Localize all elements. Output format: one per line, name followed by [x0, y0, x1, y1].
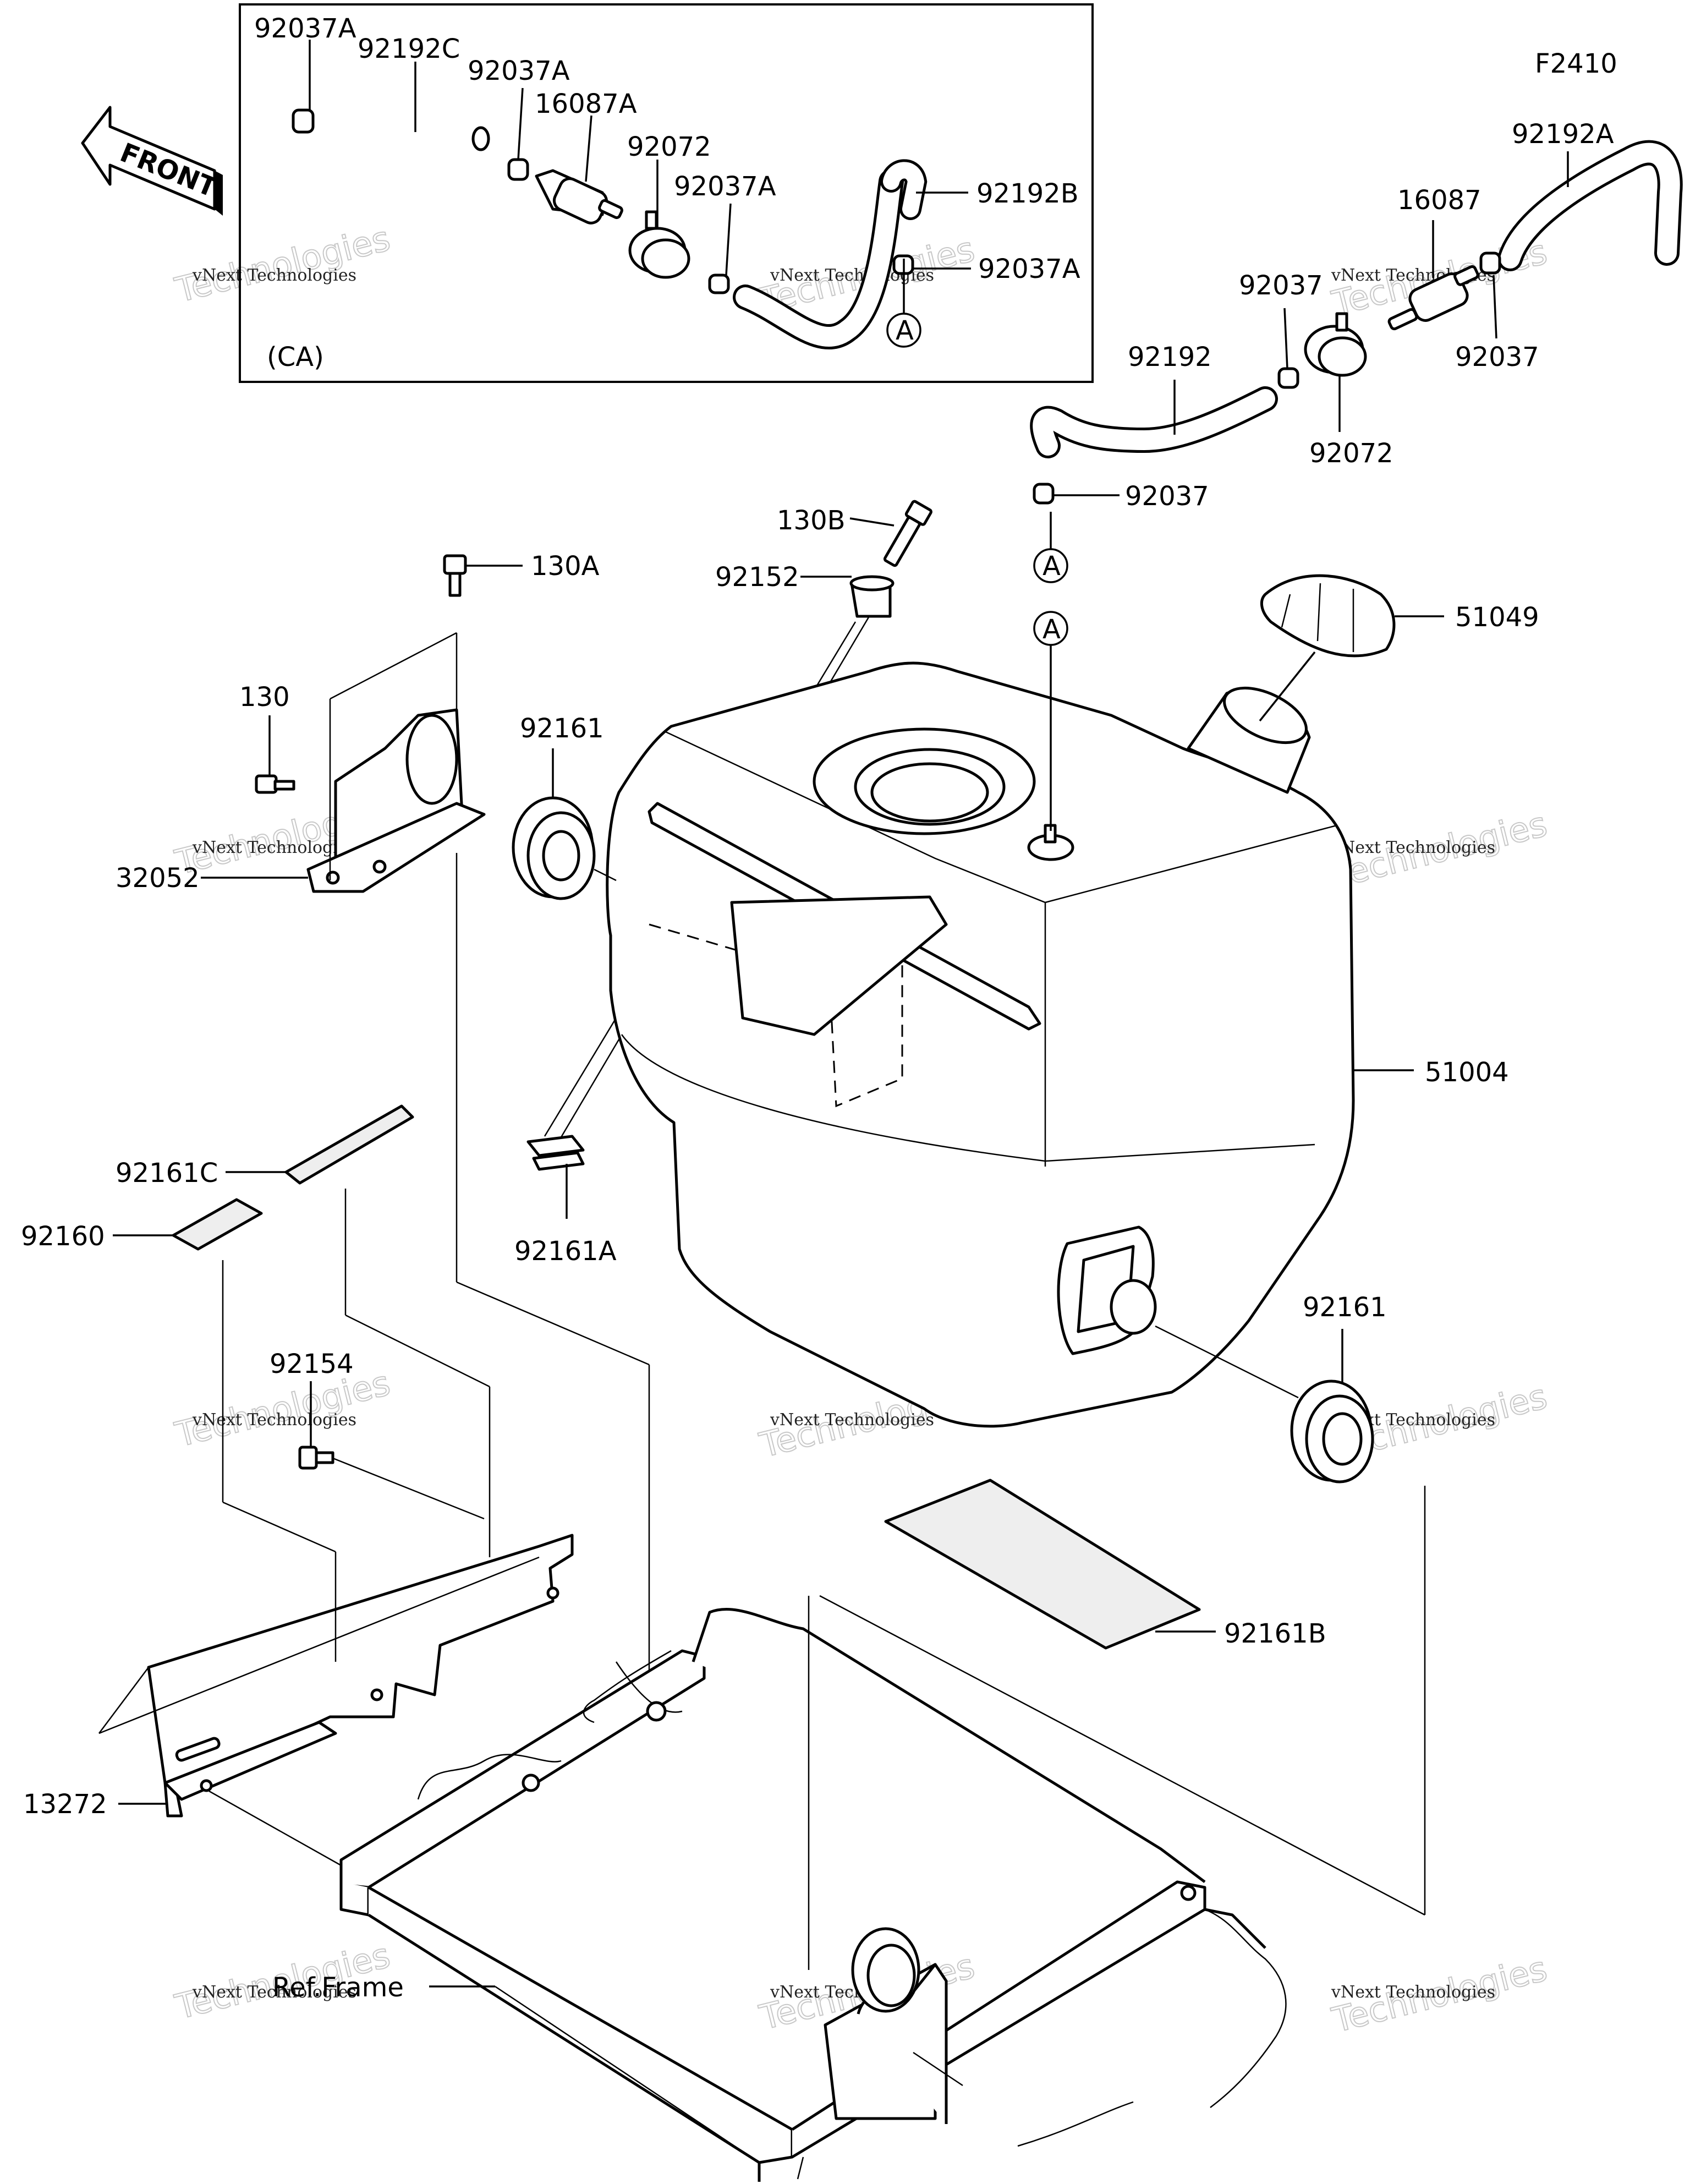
fuel-tank: 51049 A 51004: [606, 574, 1539, 1428]
reference-marker-a-label: A: [1042, 614, 1061, 645]
label-92192: 92192: [1128, 342, 1212, 373]
label-92160: 92160: [21, 1221, 105, 1252]
watermark-text: vNext Technologies: [1331, 838, 1495, 857]
pads: 92161C 92160 92161B: [21, 1104, 1326, 1650]
fuel-line-assembly: A 92192A 16087 92037 92037 92192 92072 9…: [1030, 119, 1683, 583]
label-51004: 51004: [1425, 1057, 1509, 1088]
label-51049: 51049: [1455, 602, 1539, 633]
label-92161C: 92161C: [116, 1158, 218, 1189]
label-130A: 130A: [531, 551, 600, 582]
grommet-left: 92161: [512, 713, 617, 900]
watermark-text: vNext Technologies: [192, 838, 356, 857]
label-130B: 130B: [777, 505, 846, 536]
label-92154: 92154: [270, 1349, 354, 1380]
front-direction-arrow: FRONT: [81, 106, 223, 216]
label-92037: 92037: [1239, 270, 1323, 301]
label-92161: 92161: [1303, 1292, 1387, 1323]
label-92037A: 92037A: [674, 171, 776, 202]
label-92072: 92072: [1309, 438, 1393, 469]
reference-frame: Ref.Frame: [272, 1486, 1426, 2182]
label-13272: 13272: [23, 1789, 107, 1820]
bolt-92154: 92154: [270, 1349, 485, 1520]
label-92161A: 92161A: [514, 1236, 617, 1267]
tank-fasteners: 130B 92152 92161A: [514, 500, 932, 1267]
bracket-32052: 130A 130 32052: [116, 551, 650, 1706]
label-92161: 92161: [520, 713, 604, 744]
reference-marker-a-label: A: [1042, 551, 1061, 582]
watermark-text: Technologies: [171, 218, 394, 310]
bracket-13272: 13272: [23, 1189, 574, 1866]
label-130: 130: [239, 682, 290, 713]
ca-inset-label: (CA): [267, 342, 324, 373]
label-92072: 92072: [627, 132, 711, 162]
label-16087A: 16087A: [535, 89, 637, 119]
label-ref-frame: Ref.Frame: [272, 1972, 404, 2003]
label-92037: 92037: [1125, 481, 1209, 512]
label-92037A: 92037A: [978, 254, 1080, 284]
watermark-text: vNext Technologies: [1331, 1983, 1495, 2002]
label-92192C: 92192C: [358, 34, 460, 64]
label-92192B: 92192B: [976, 178, 1079, 209]
label-92037: 92037: [1455, 342, 1539, 373]
label-92192A: 92192A: [1512, 119, 1614, 150]
label-92037A: 92037A: [468, 56, 570, 86]
watermark-text: vNext Technologies: [770, 1410, 934, 1430]
watermark-text: vNext Technologies: [192, 266, 356, 285]
front-arrow-label: FRONT: [116, 137, 221, 204]
reference-marker-a-label: A: [896, 315, 914, 346]
grommet-right: 92161: [1155, 1292, 1387, 1484]
label-92037A: 92037A: [254, 13, 356, 44]
label-16087: 16087: [1397, 185, 1482, 216]
watermark-text: vNext Technologies: [192, 1410, 356, 1430]
label-92161B: 92161B: [1224, 1618, 1326, 1649]
label-92152: 92152: [715, 562, 799, 593]
frame-edge-line: [797, 2156, 804, 2180]
watermark-text: vNext Technologies: [192, 1983, 356, 2002]
label-32052: 32052: [116, 863, 200, 894]
ca-inset: (CA) A 9: [239, 3, 1094, 383]
figure-code: F2410: [1535, 48, 1617, 79]
